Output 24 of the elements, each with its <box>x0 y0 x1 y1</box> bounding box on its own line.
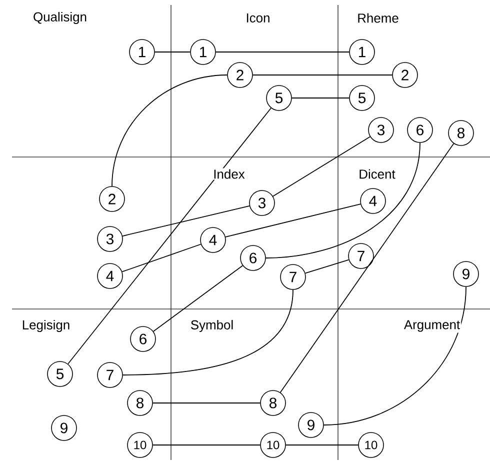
connector-line <box>280 143 454 393</box>
connector-line <box>152 444 261 446</box>
category-label: Argument <box>402 319 462 333</box>
connector-line <box>152 265 244 332</box>
category-label: Qualisign <box>32 10 88 26</box>
connector-line <box>68 108 272 364</box>
connector-line <box>323 286 466 426</box>
category-label: Dicent <box>358 168 396 180</box>
connector-line <box>265 142 420 258</box>
connector-line <box>272 136 370 197</box>
connector-line <box>122 244 202 272</box>
category-label: Rheme <box>356 12 400 24</box>
connector-line <box>152 402 261 404</box>
category-label: Symbol <box>189 318 235 334</box>
connector-line <box>285 444 359 446</box>
connector-line <box>304 259 350 274</box>
connector-line <box>122 289 294 376</box>
connector-line <box>112 74 228 187</box>
connector-line <box>252 74 393 76</box>
connector-line <box>225 204 361 238</box>
connector-line <box>122 206 250 236</box>
category-label: Legisign <box>20 318 72 334</box>
category-label: Index <box>212 168 246 180</box>
category-label: Icon <box>244 12 272 24</box>
